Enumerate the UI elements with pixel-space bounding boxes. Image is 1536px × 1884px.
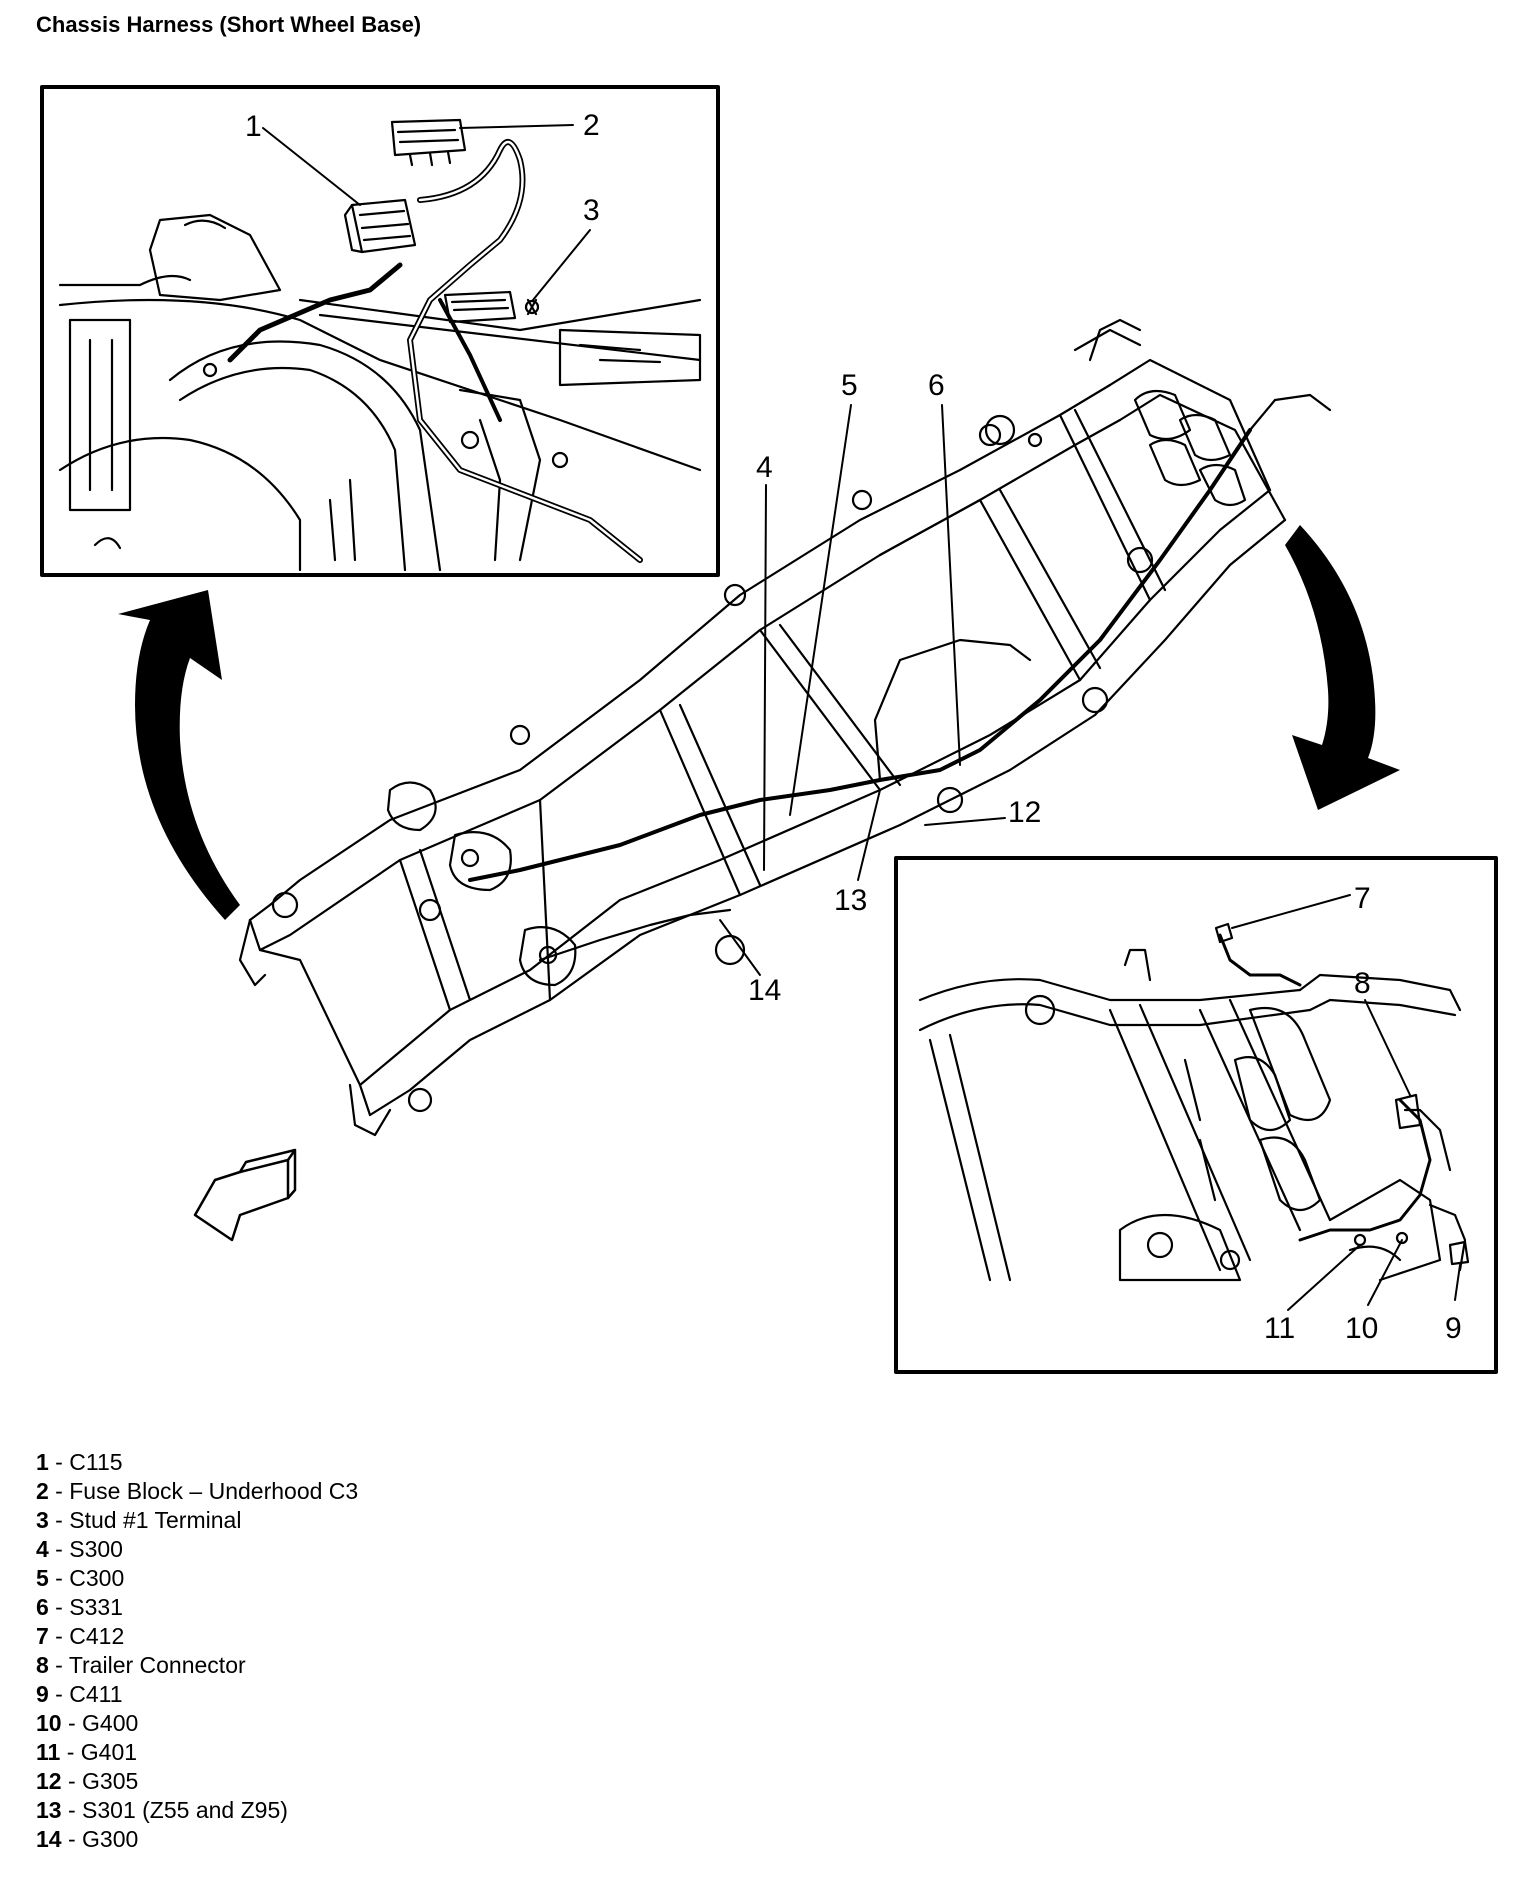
- callout-8: 8: [1354, 967, 1371, 1000]
- frame-main: [238, 328, 1287, 1137]
- legend-separator: -: [48, 1478, 70, 1504]
- legend-number: 4: [36, 1536, 49, 1562]
- legend-text: Trailer Connector: [68, 1652, 246, 1678]
- legend-number: 6: [36, 1594, 49, 1620]
- legend-separator: -: [61, 1768, 83, 1794]
- legend-item: 12 - G305: [36, 1767, 358, 1796]
- callout-5: 5: [841, 369, 858, 402]
- callout-4: 4: [756, 451, 773, 484]
- callout-10: 10: [1345, 1312, 1378, 1345]
- legend-item: 7 - C412: [36, 1622, 358, 1651]
- legend-separator: -: [48, 1565, 70, 1591]
- legend-item: 8 - Trailer Connector: [36, 1651, 358, 1680]
- legend-separator: -: [48, 1507, 70, 1533]
- chassis-diagram: 1 2 3 4 5 6 7 8 9 10 11 12 13 14: [40, 85, 1498, 1374]
- legend-item: 10 - G400: [36, 1709, 358, 1738]
- legend-separator: -: [61, 1710, 83, 1736]
- legend-item: 6 - S331: [36, 1593, 358, 1622]
- callout-6: 6: [928, 369, 945, 402]
- fuse-block-graphic: [390, 118, 467, 167]
- legend-number: 14: [36, 1826, 62, 1852]
- legend-separator: -: [48, 1652, 69, 1678]
- callout-labels: 1 2 3 4 5 6 7 8 9 10 11 12 13 14: [245, 109, 1462, 1345]
- legend-text: C300: [69, 1565, 125, 1591]
- legend-text: G401: [80, 1739, 138, 1765]
- legend-number: 1: [36, 1449, 49, 1475]
- legend-separator: -: [48, 1623, 70, 1649]
- callout-1: 1: [245, 110, 262, 143]
- legend-number: 9: [36, 1681, 49, 1707]
- legend-text: S300: [69, 1536, 123, 1562]
- callout-9: 9: [1445, 1312, 1462, 1345]
- legend-number: 2: [36, 1478, 49, 1504]
- legend-item: 9 - C411: [36, 1680, 358, 1709]
- page-title: Chassis Harness (Short Wheel Base): [36, 12, 422, 37]
- legend-separator: -: [61, 1797, 83, 1823]
- legend-separator: -: [48, 1536, 70, 1562]
- c115-graphic: [343, 198, 417, 254]
- legend-item: 13 - S301 (Z55 and Z95): [36, 1796, 358, 1825]
- legend-text: C412: [69, 1623, 125, 1649]
- legend-item: 11 - G401: [36, 1738, 358, 1767]
- legend-text: Fuse Block – Underhood C3: [69, 1478, 359, 1504]
- legend-item: 1 - C115: [36, 1448, 358, 1477]
- harness-main: [468, 318, 1332, 962]
- legend-number: 5: [36, 1565, 49, 1591]
- legend-item: 5 - C300: [36, 1564, 358, 1593]
- arrow-right-curved: [1285, 525, 1400, 810]
- inset-underhood: [40, 85, 720, 577]
- stud-graphic: [524, 298, 540, 316]
- callout-12: 12: [1008, 796, 1041, 829]
- legend-text: C115: [69, 1449, 123, 1475]
- legend-number: 8: [36, 1652, 49, 1678]
- legend-text: S301 (Z55 and Z95): [82, 1797, 288, 1823]
- legend-text: C411: [69, 1681, 123, 1707]
- legend-text: G400: [82, 1710, 139, 1736]
- legend-text: S331: [69, 1594, 123, 1620]
- legend-number: 12: [36, 1768, 62, 1794]
- callout-3: 3: [583, 194, 600, 227]
- legend-number: 7: [36, 1623, 49, 1649]
- legend-item: 3 - Stud #1 Terminal: [36, 1506, 358, 1535]
- legend-separator: -: [48, 1681, 70, 1707]
- legend-text: G300: [82, 1826, 139, 1852]
- callout-2: 2: [583, 109, 600, 142]
- legend-separator: -: [61, 1826, 83, 1852]
- legend-item: 2 - Fuse Block – Underhood C3: [36, 1477, 358, 1506]
- callout-7: 7: [1354, 882, 1371, 915]
- callout-14: 14: [748, 974, 781, 1007]
- legend-item: 14 - G300: [36, 1825, 358, 1854]
- forward-arrow-icon: [193, 1148, 297, 1242]
- callout-13: 13: [834, 884, 867, 917]
- legend-number: 3: [36, 1507, 49, 1533]
- legend-separator: -: [60, 1739, 81, 1765]
- legend-text: G305: [82, 1768, 139, 1794]
- legend-number: 11: [36, 1739, 61, 1765]
- inset-rear: [894, 856, 1498, 1374]
- leader-lines: [262, 124, 1461, 1311]
- legend-separator: -: [48, 1594, 70, 1620]
- callout-11: 11: [1264, 1312, 1295, 1345]
- legend-text: Stud #1 Terminal: [69, 1507, 242, 1533]
- legend-separator: -: [48, 1449, 70, 1475]
- legend-number: 10: [36, 1710, 62, 1736]
- legend-item: 4 - S300: [36, 1535, 358, 1564]
- legend-number: 13: [36, 1797, 62, 1823]
- arrow-left-curved: [118, 590, 240, 920]
